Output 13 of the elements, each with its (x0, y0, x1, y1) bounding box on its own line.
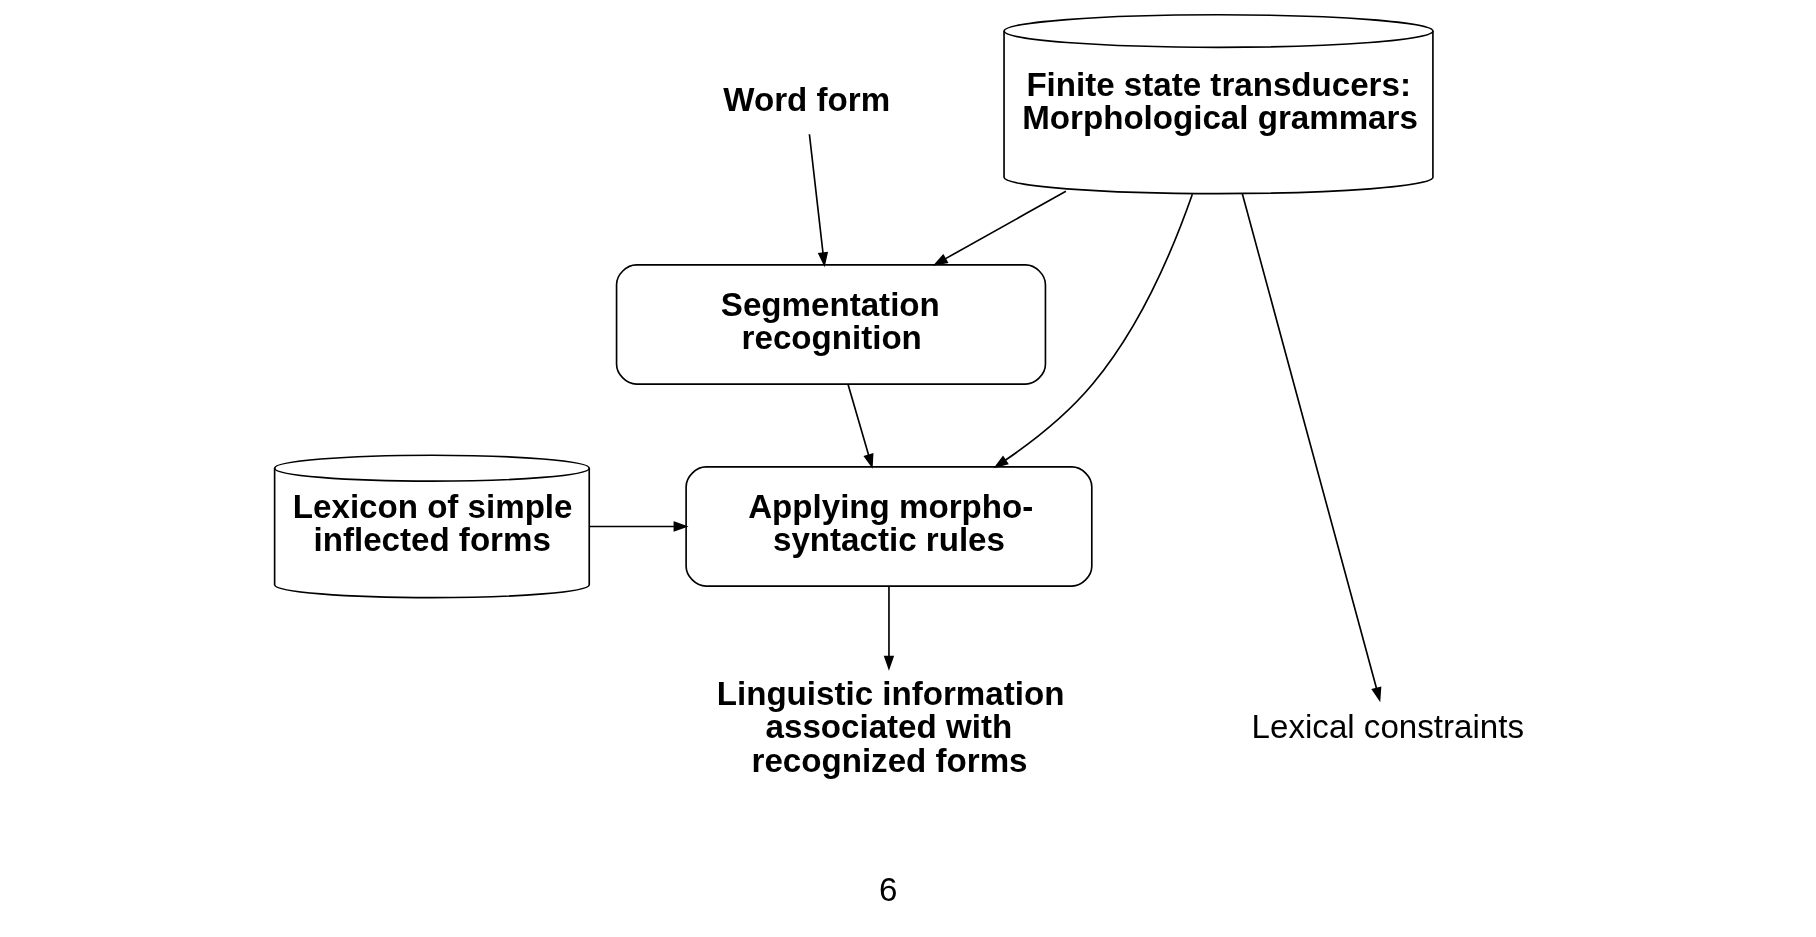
arrow (808, 133, 829, 268)
arrow (847, 383, 874, 469)
arrow (883, 585, 895, 671)
arrow (588, 521, 689, 532)
node-box: Applying morpho- syntactic rules (685, 466, 1093, 587)
arrow (1241, 192, 1382, 703)
node-text: Lexical constraints (1251, 708, 1524, 746)
arrow (993, 193, 1194, 469)
label: 6 (879, 870, 898, 908)
node-box: Segmentation recognition (615, 264, 1047, 385)
node-text: Linguistic information associated with recognized forms (716, 675, 1065, 779)
node-text: Word form (723, 80, 891, 118)
arrow (932, 190, 1067, 266)
